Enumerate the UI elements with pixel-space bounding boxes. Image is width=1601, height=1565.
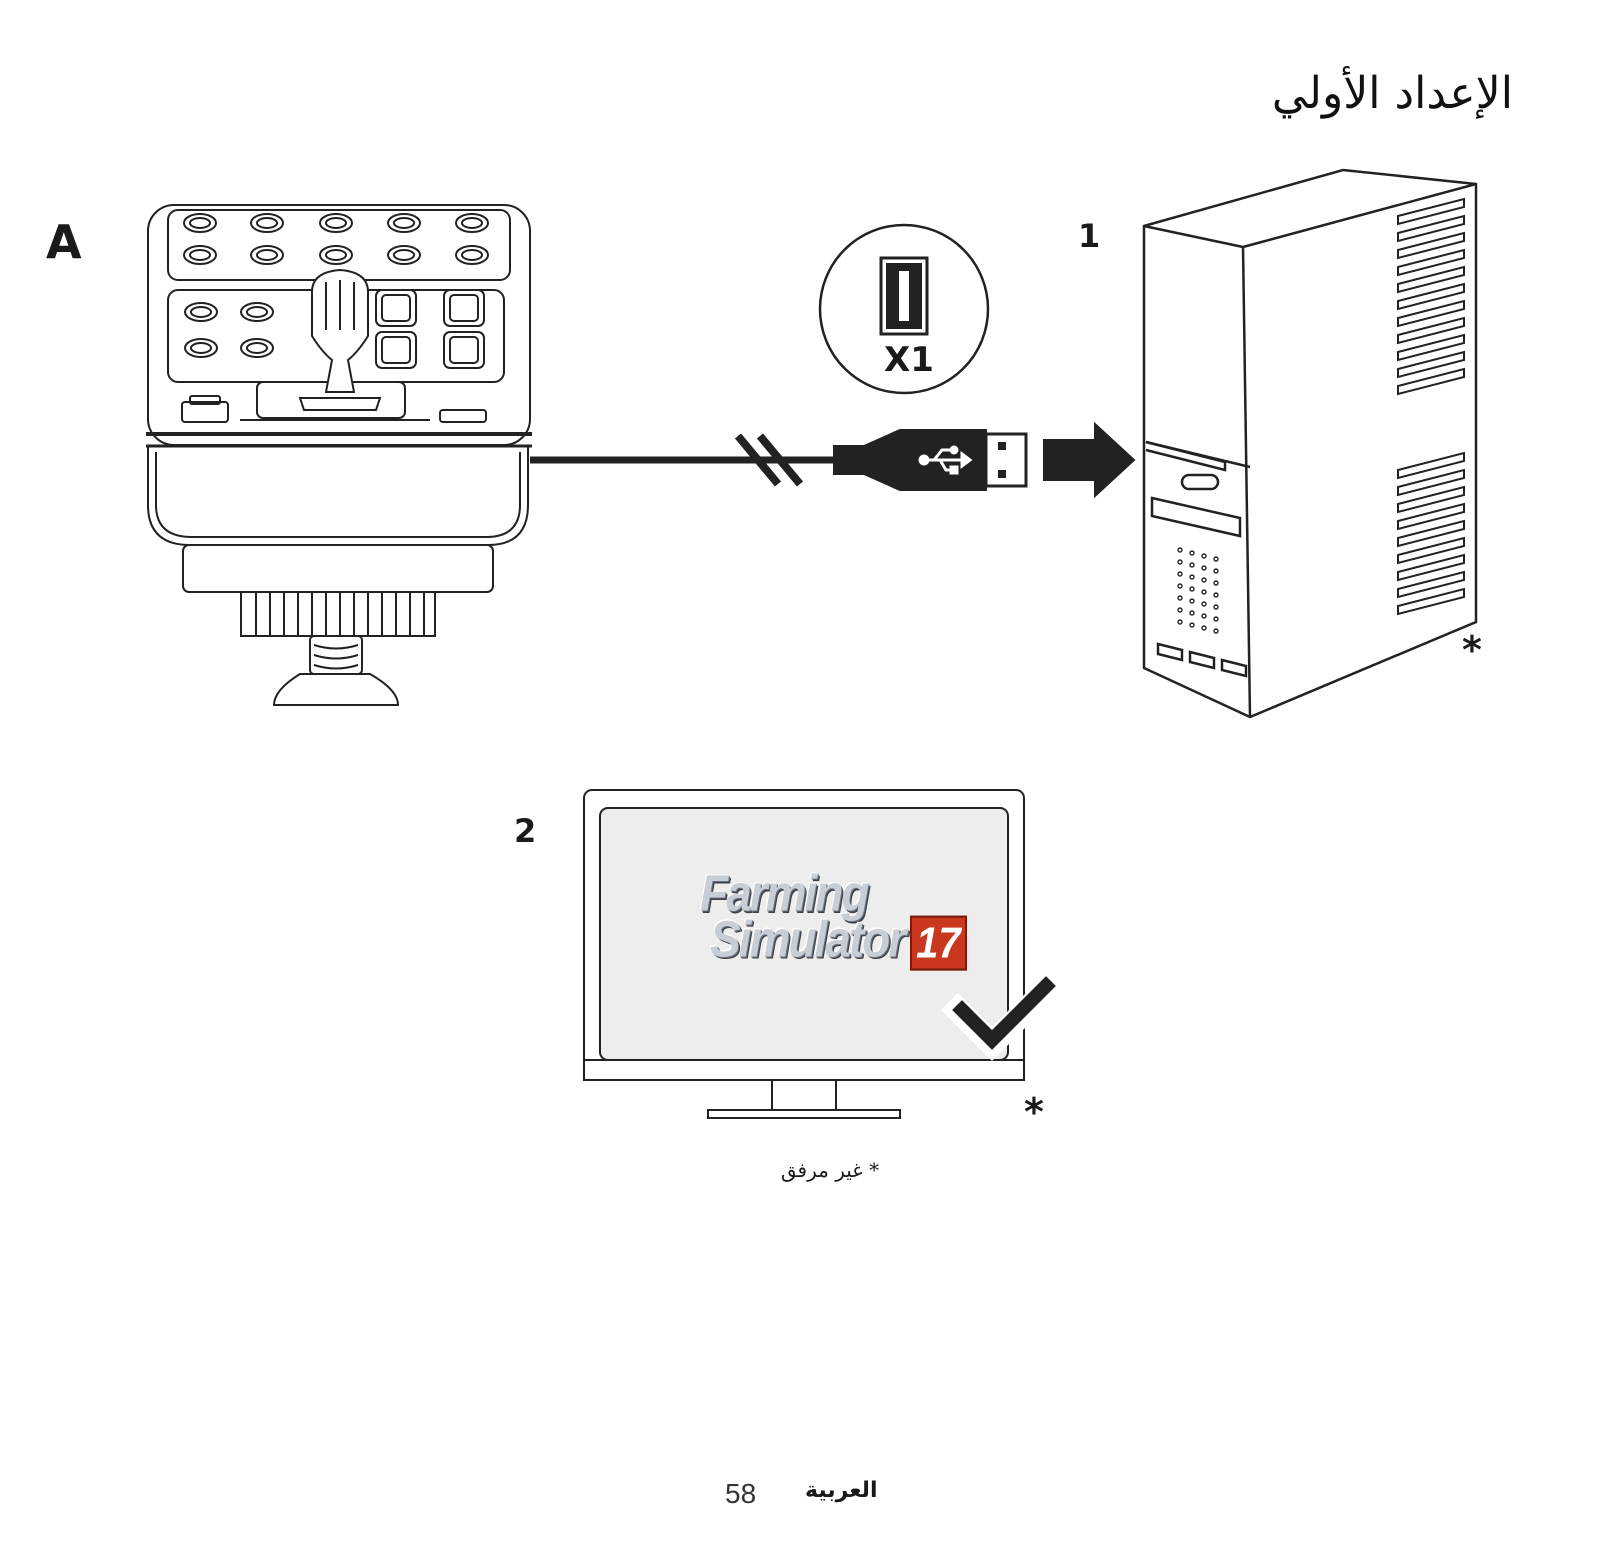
checkmark-icon xyxy=(952,976,1056,1050)
arrow-right-icon xyxy=(1043,421,1136,499)
step-1-label: 1 xyxy=(1078,217,1101,255)
panel-label-a: A xyxy=(46,215,82,269)
page-number: 58 xyxy=(725,1478,757,1509)
side-panel-controller xyxy=(146,204,532,706)
step-2-label: 2 xyxy=(514,812,537,850)
game-logo-line1: Farming xyxy=(700,864,869,922)
game-logo-number: 17 xyxy=(910,915,967,971)
game-logo-word: Simulator xyxy=(710,910,906,968)
usb-quantity-label: X1 xyxy=(884,340,934,380)
not-included-mark-pc: * xyxy=(1462,628,1482,672)
not-included-mark-monitor: * xyxy=(1024,1090,1044,1134)
page-title: الإعداد الأولي xyxy=(1271,68,1513,119)
footnote: * غير مرفق xyxy=(780,1158,880,1182)
pc-tower xyxy=(1142,168,1478,719)
page-language: العربية xyxy=(805,1478,878,1503)
usb-icon xyxy=(918,445,973,475)
monitor xyxy=(583,789,1025,1119)
